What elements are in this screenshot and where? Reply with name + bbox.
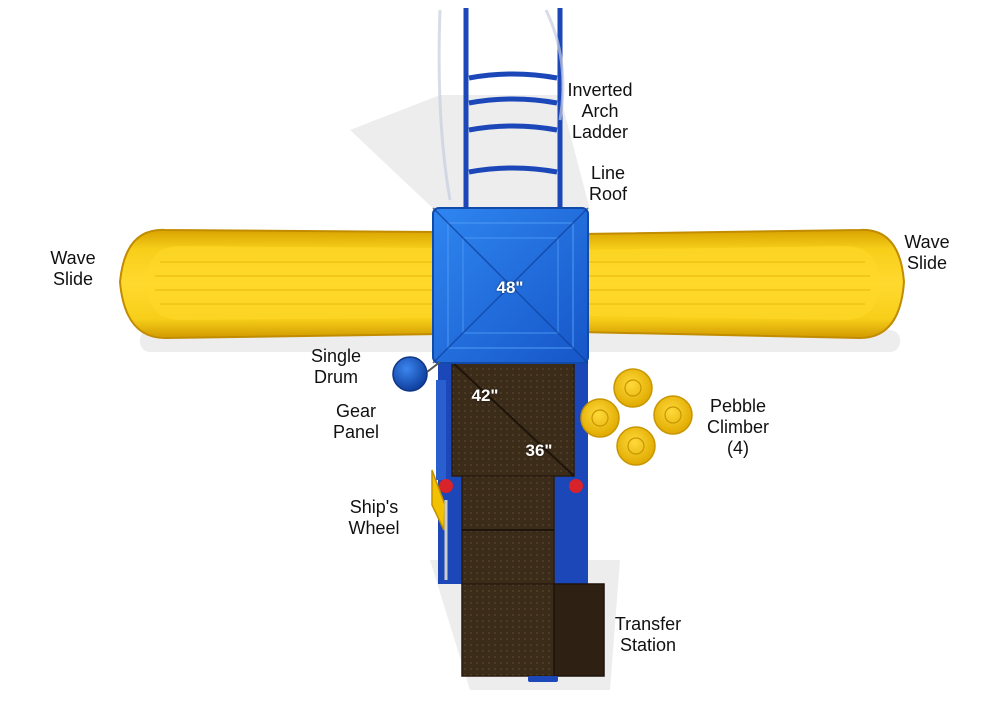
deck-height-36: 36" (525, 441, 553, 460)
pebble-climber-2 (580, 398, 620, 438)
ships-wheel (431, 469, 448, 580)
line-roof (432, 207, 589, 364)
pebble-climber-3 (653, 395, 693, 435)
pebble-climber-1 (613, 368, 653, 408)
ladder-ghost (437, 9, 565, 201)
deck-platforms (438, 356, 588, 585)
pebble-climbers (580, 368, 693, 466)
transfer-station (461, 583, 605, 682)
wave-slide-left (118, 228, 441, 340)
gear-panel (436, 380, 583, 493)
single-drum (392, 356, 441, 392)
deck-height-48: 48" (496, 278, 524, 297)
deck-height-42: 42" (471, 386, 499, 405)
pebble-climber-4 (616, 426, 656, 466)
wave-slide-right (579, 228, 906, 340)
